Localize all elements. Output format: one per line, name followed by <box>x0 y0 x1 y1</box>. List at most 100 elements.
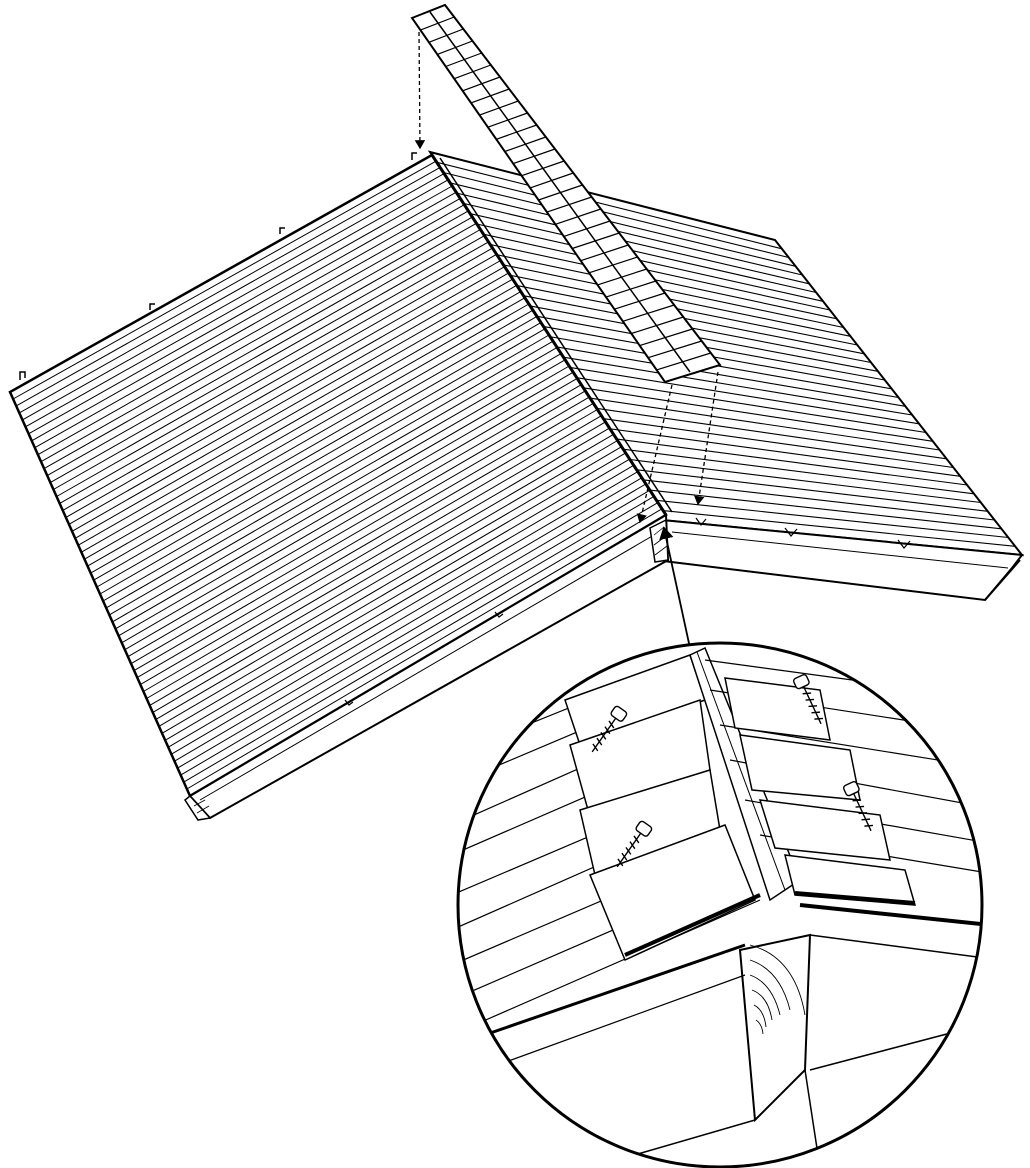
right-panel-rib <box>500 263 851 337</box>
right-panel-rib <box>507 274 858 346</box>
leader-arrow-icon <box>659 526 691 649</box>
left-panel-rib <box>65 266 505 518</box>
dashed-arrow-icon <box>414 31 719 524</box>
left-panel-rib <box>183 502 659 783</box>
right-panel-rib <box>565 366 920 425</box>
left-panel-rib <box>143 421 606 692</box>
left-panel-rib <box>68 272 509 525</box>
left-panel-rib <box>186 508 663 790</box>
left-panel-rib <box>115 365 570 630</box>
left-panel-rib <box>140 415 602 686</box>
left-panel-rib <box>161 458 630 734</box>
ridge-cap-rib <box>420 16 455 31</box>
left-panel-rib <box>99 334 550 595</box>
left-panel-rib <box>149 433 614 706</box>
left-panel-rib <box>136 409 598 679</box>
right-panel-rib <box>513 284 865 355</box>
right-panel-rib <box>649 499 1009 539</box>
left-panel-rib <box>12 160 437 400</box>
left-panel-rib <box>118 371 574 637</box>
right-panel-rib <box>636 478 995 521</box>
right-panel-rib <box>481 233 831 311</box>
left-panel-rib <box>78 291 522 546</box>
detail-callout <box>456 641 984 1168</box>
right-panel-rib <box>442 171 789 259</box>
left-panel-rib <box>112 359 566 623</box>
right-panel-rib <box>539 325 892 390</box>
left-panel-rib <box>22 179 449 421</box>
left-panel-rib <box>171 477 643 755</box>
right-panel-rib <box>578 386 933 442</box>
left-panel-rib <box>93 322 542 581</box>
ridge-cap-rib <box>631 316 684 335</box>
right-panel-rib <box>533 315 885 381</box>
left-panel-rib <box>177 489 651 769</box>
left-panel-rib <box>96 328 546 588</box>
right-panel-rib <box>449 182 796 267</box>
right-panel-rib <box>597 417 954 469</box>
left-panel-rib <box>105 346 558 609</box>
right-panel-rib <box>603 427 961 477</box>
left-panel-rib <box>34 204 465 449</box>
left-panel-rib <box>74 284 517 539</box>
right-panel-rib <box>487 243 837 320</box>
right-panel-rib <box>552 345 906 407</box>
right-panel-rib <box>545 335 899 399</box>
right-panel-rib <box>571 376 926 434</box>
left-panel-rib <box>71 278 513 532</box>
left-panel-rib <box>158 452 626 727</box>
screw-icon <box>591 673 874 868</box>
right-panel-rib <box>584 396 940 451</box>
left-panel-rib <box>130 396 590 665</box>
left-panel-rib <box>59 253 497 504</box>
right-panel-rib <box>526 304 879 372</box>
left-panel-rib <box>19 173 445 414</box>
right-panel-rib <box>455 192 803 276</box>
left-panel-rib <box>87 309 534 567</box>
right-panel-rib <box>474 223 824 302</box>
left-panel-rib <box>81 297 526 553</box>
left-panel-rib <box>121 377 578 644</box>
left-panel-rib <box>53 241 489 490</box>
right-panel-rib <box>468 212 817 294</box>
left-panel-rib <box>15 166 441 407</box>
left-panel-rib <box>174 483 647 762</box>
left-panel-rib <box>127 390 586 658</box>
left-panel-rib <box>164 464 634 741</box>
ridge-cap-rib <box>639 328 693 347</box>
right-panel-rib <box>623 458 981 504</box>
ridge-cap-rib <box>428 28 464 43</box>
left-panel-rib <box>146 427 610 699</box>
ridge-cap-rib <box>647 340 702 359</box>
ridge-cap <box>410 3 722 384</box>
ridge-cap-rib <box>622 304 675 322</box>
left-panel-rib <box>46 229 481 477</box>
right-panel-rib <box>494 253 844 329</box>
ridge-cap-rib <box>656 352 711 371</box>
left-panel-rib <box>28 191 457 435</box>
left-panel-rib <box>168 471 639 748</box>
left-panel-rib <box>124 384 582 651</box>
left-panel-rib <box>180 495 655 776</box>
right-panel-rib <box>558 355 913 416</box>
left-panel-rib <box>43 222 477 470</box>
left-panel-rib <box>56 247 493 497</box>
left-roof-panel <box>8 152 673 821</box>
left-panel-rib <box>62 260 501 511</box>
right-panel-rib <box>629 468 988 512</box>
right-panel-rib <box>520 294 872 364</box>
left-panel-rib <box>155 446 622 720</box>
left-panel-rib <box>90 315 538 574</box>
left-panel-rib <box>109 353 562 616</box>
left-panel-rib <box>133 402 594 672</box>
left-panel-rib <box>84 303 530 560</box>
left-panel-rib <box>31 197 461 442</box>
left-panel-rib <box>25 185 453 428</box>
left-panel-rib <box>37 210 469 456</box>
right-panel-rib <box>655 509 1016 547</box>
right-panel-rib <box>591 407 947 460</box>
right-panel-rib <box>462 202 810 285</box>
right-panel-rib <box>616 447 975 495</box>
